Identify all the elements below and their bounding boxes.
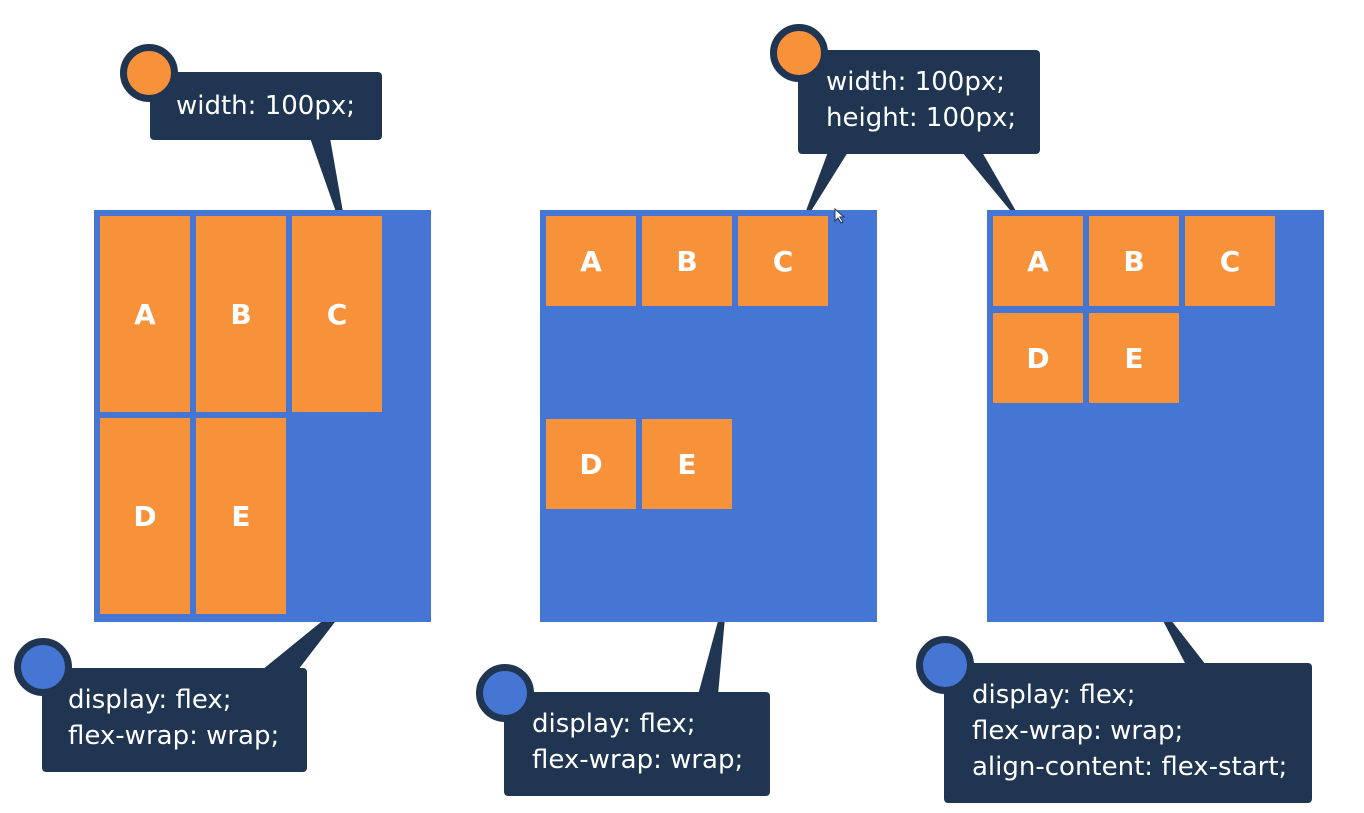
blue-circle-icon bbox=[14, 638, 72, 696]
panel2-item-a: A bbox=[546, 216, 636, 306]
panel3-item-e: E bbox=[1089, 313, 1179, 403]
panel1-item-d: D bbox=[100, 418, 190, 614]
panel1-top-callout: width: 100px; bbox=[150, 72, 382, 140]
orange-circle-icon bbox=[120, 44, 178, 102]
panel3-flex-container: A B C D E bbox=[987, 210, 1324, 622]
panel2-item-e: E bbox=[642, 419, 732, 509]
panel3-item-d: D bbox=[993, 313, 1083, 403]
panel3-item-b: B bbox=[1089, 216, 1179, 306]
panel2-top-callout: width: 100px; height: 100px; bbox=[798, 50, 1040, 154]
blue-circle-icon bbox=[916, 636, 974, 694]
panel1-bottom-callout: display: flex; flex-wrap: wrap; bbox=[42, 668, 307, 772]
panel2-flex-container: A B C D E bbox=[540, 210, 877, 622]
panel3-item-a: A bbox=[993, 216, 1083, 306]
mouse-cursor-icon bbox=[834, 208, 846, 224]
panel1-item-c: C bbox=[292, 216, 382, 412]
panel2-bottom-callout: display: flex; flex-wrap: wrap; bbox=[504, 692, 770, 796]
callout-line: height: 100px; bbox=[826, 103, 1017, 133]
callout-line: flex-wrap: wrap; bbox=[972, 716, 1184, 746]
panel3-bottom-callout: display: flex; flex-wrap: wrap; align-co… bbox=[944, 663, 1312, 803]
orange-circle-icon bbox=[770, 24, 828, 82]
callout-line: display: flex; bbox=[972, 680, 1136, 710]
callout-line: align-content: flex-start; bbox=[972, 752, 1288, 782]
panel2-item-c: C bbox=[738, 216, 828, 306]
callout-line: display: flex; bbox=[68, 685, 232, 715]
panel2-item-d: D bbox=[546, 419, 636, 509]
panel2-item-b: B bbox=[642, 216, 732, 306]
callout-line: width: 100px; bbox=[826, 67, 1005, 97]
panel3-item-c: C bbox=[1185, 216, 1275, 306]
callout-line: flex-wrap: wrap; bbox=[68, 721, 280, 751]
blue-circle-icon bbox=[476, 664, 534, 722]
callout-line: flex-wrap: wrap; bbox=[532, 745, 744, 775]
panel1-flex-container: A B C D E bbox=[94, 210, 431, 622]
panel1-item-b: B bbox=[196, 216, 286, 412]
callout-line: width: 100px; bbox=[176, 91, 355, 121]
panel1-item-e: E bbox=[196, 418, 286, 614]
callout-line: display: flex; bbox=[532, 709, 696, 739]
panel1-item-a: A bbox=[100, 216, 190, 412]
